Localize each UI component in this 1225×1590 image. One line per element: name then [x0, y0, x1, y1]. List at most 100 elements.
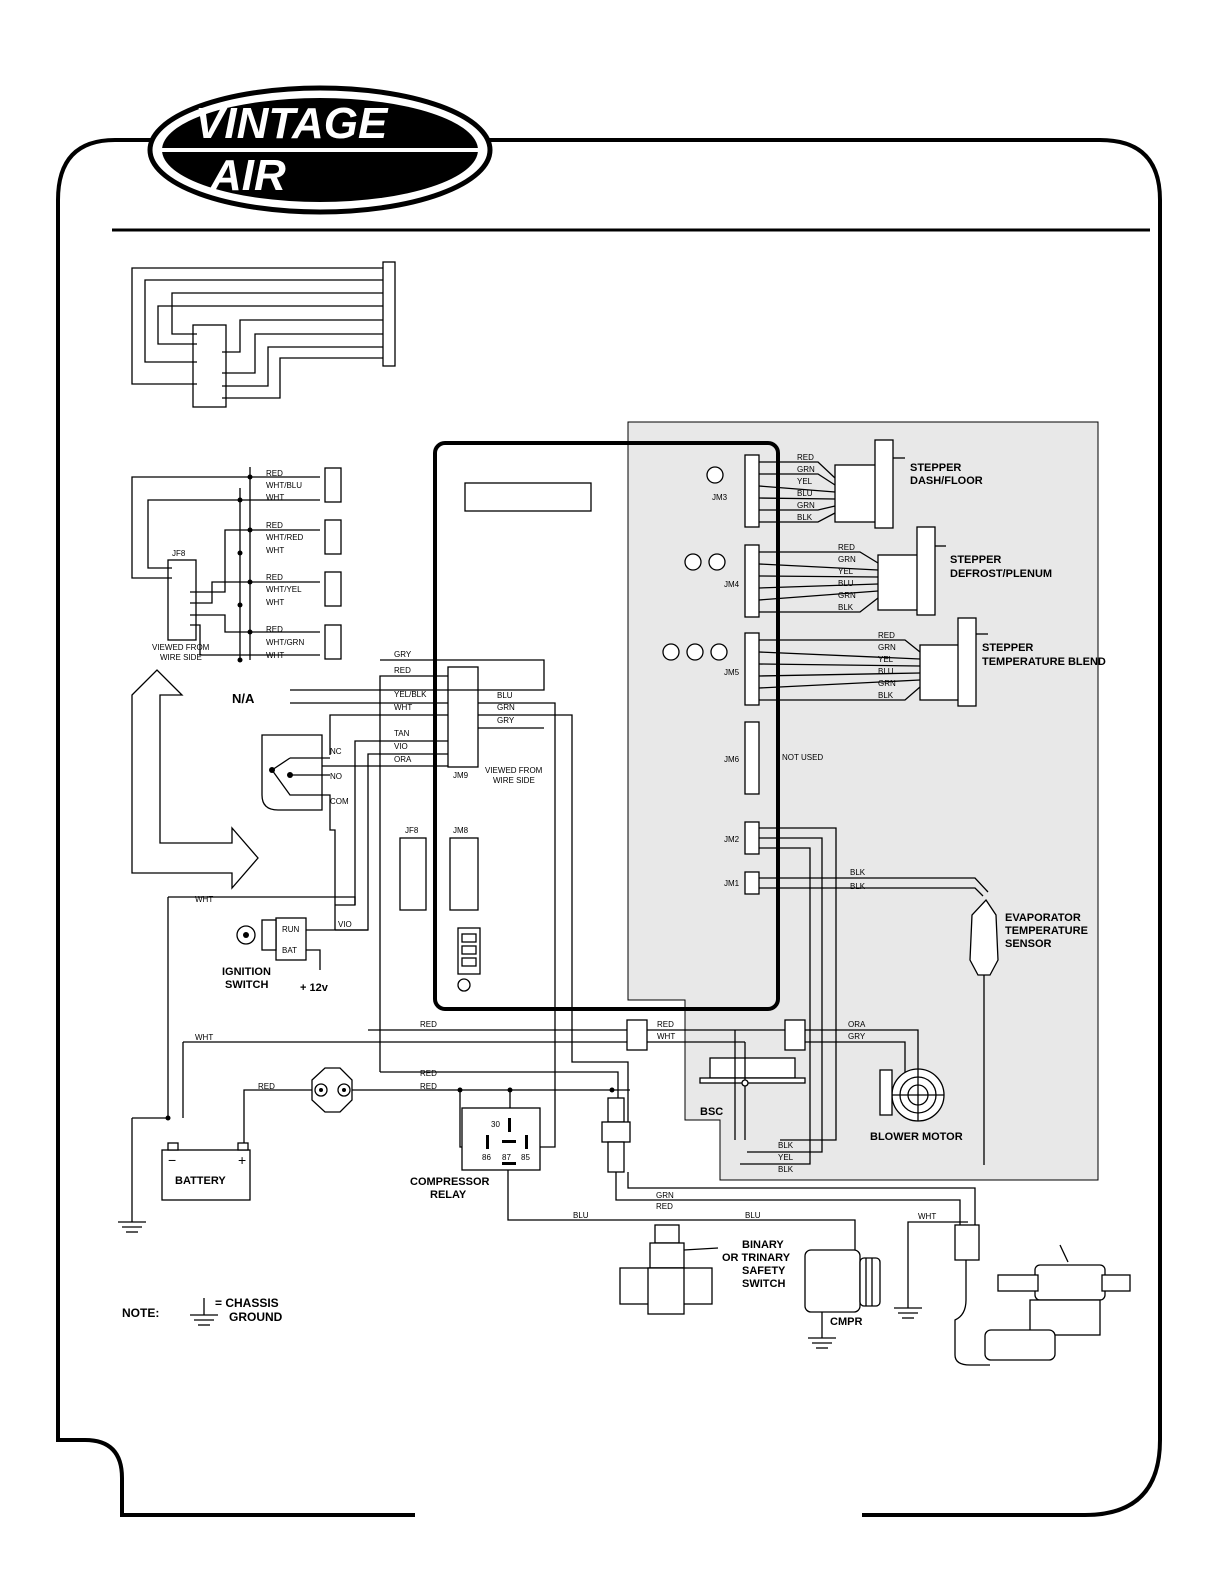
svg-text:YEL: YEL: [878, 655, 894, 664]
svg-text:BLK: BLK: [850, 868, 866, 877]
svg-text:RED: RED: [266, 469, 283, 478]
svg-text:RED: RED: [878, 631, 895, 640]
connector-group-4: RED WHT/GRN WHT: [266, 624, 342, 660]
svg-text:RED: RED: [420, 1020, 437, 1029]
jm9-label: JM9: [453, 771, 469, 780]
vintage-air-logo: VINTAGE AIR: [147, 85, 493, 215]
harness-left: JF8 VIEWED FROM WIRE SIDE RED WHT/BLU WH…: [131, 467, 342, 663]
stepper-defrost-motor: [877, 554, 924, 611]
battery-plus: +: [238, 1152, 246, 1168]
svg-text:ORA: ORA: [848, 1020, 866, 1029]
na-label: N/A: [232, 691, 255, 706]
svg-text:GRN: GRN: [878, 679, 896, 688]
svg-text:YEL: YEL: [778, 1153, 794, 1162]
svg-text:BLU: BLU: [838, 579, 854, 588]
jm3-label: JM3: [712, 493, 728, 502]
jm4-stepper: JM4 RED GRN YEL BLU GRN BLK STEPPER DEFR…: [684, 526, 1052, 618]
stepper-dash-floor-motor: [834, 464, 881, 523]
ground-note: NOTE: = CHASSIS GROUND: [122, 1296, 283, 1326]
svg-text:GRN: GRN: [656, 1191, 674, 1200]
svg-text:GRN: GRN: [878, 643, 896, 652]
jm4-label: JM4: [724, 580, 740, 589]
svg-text:BLU: BLU: [878, 667, 894, 676]
connector-group-2: RED WHT/RED WHT: [266, 519, 342, 555]
svg-text:WHT/RED: WHT/RED: [266, 533, 304, 542]
ignition-plus12: + 12v: [300, 982, 329, 994]
ignition-run: RUN: [282, 925, 300, 934]
jm2-label: JM2: [724, 835, 740, 844]
svg-text:WHT: WHT: [657, 1032, 675, 1041]
jm9-viewed-2: WIRE SIDE: [493, 776, 535, 785]
svg-text:RED: RED: [420, 1069, 437, 1078]
svg-text:VIO: VIO: [394, 742, 408, 751]
compressor-relay: 30 86 87 85 COMPRESSOR RELAY: [410, 1107, 541, 1201]
double-arrow: [131, 669, 259, 890]
jm5-label: JM5: [724, 668, 740, 677]
battery-label: BATTERY: [175, 1175, 226, 1187]
switch-no: NO: [330, 772, 342, 781]
svg-text:WHT: WHT: [266, 598, 284, 607]
pressure-switch-connector: [601, 1097, 631, 1173]
svg-text:TAN: TAN: [394, 729, 410, 738]
harness-detail-top: [131, 261, 396, 408]
lower-wiring: WHT WHT RED RED WHT ORA GRY RED RED RED …: [131, 895, 976, 1300]
nc-no-com-switch: NC NO COM: [261, 734, 349, 930]
connector-group-1: RED WHT/BLU WHT: [266, 467, 342, 503]
evap-label-1: EVAPORATOR: [1005, 912, 1081, 924]
ground-compressor: [808, 1330, 836, 1349]
svg-text:GRY: GRY: [497, 716, 515, 725]
ground-valve: [894, 1300, 922, 1319]
blower-motor: BLOWER MOTOR: [870, 1068, 963, 1143]
board-jm8-connector: [449, 837, 479, 911]
page-frame: [56, 138, 1162, 1517]
svg-text:WHT/YEL: WHT/YEL: [266, 585, 302, 594]
inline-fuse-2: [784, 1019, 806, 1051]
jm5-stepper: JM5 RED GRN YEL BLU GRN BLK STEPPER TEMP…: [662, 617, 1106, 707]
jm2-jm1-evaporator: JM2 JM1 BLK BLK EVAPORATOR TEMPERATURE S…: [724, 821, 1088, 1165]
ignition-vio: VIO: [338, 920, 352, 929]
relay-label-2: RELAY: [430, 1189, 467, 1201]
viewed-from-left-2: WIRE SIDE: [160, 653, 202, 662]
svg-text:RED: RED: [657, 1020, 674, 1029]
svg-text:RED: RED: [266, 521, 283, 530]
svg-text:WHT: WHT: [195, 895, 213, 904]
jm6-connector: JM6 NOT USED: [724, 721, 823, 795]
svg-text:BLK: BLK: [878, 691, 894, 700]
svg-text:BLU: BLU: [745, 1211, 761, 1220]
switch-nc: NC: [330, 747, 342, 756]
svg-text:BLU: BLU: [797, 489, 813, 498]
stepper3-label-2: TEMPERATURE BLEND: [982, 656, 1106, 668]
stepper2-label-1: STEPPER: [950, 554, 1001, 566]
svg-text:WHT: WHT: [195, 1033, 213, 1042]
svg-text:GRN: GRN: [797, 501, 815, 510]
note-ground: GROUND: [229, 1310, 283, 1324]
svg-text:BLK: BLK: [797, 513, 813, 522]
jm6-label: JM6: [724, 755, 740, 764]
stepper1-label-2: DASH/FLOOR: [910, 475, 983, 487]
note-chassis: = CHASSIS: [215, 1296, 279, 1310]
blower-label: BLOWER MOTOR: [870, 1131, 963, 1143]
svg-text:BLK: BLK: [778, 1165, 794, 1174]
svg-text:BLK: BLK: [850, 882, 866, 891]
svg-text:WHT: WHT: [394, 703, 412, 712]
circuit-breaker: [311, 1067, 353, 1113]
svg-text:GRY: GRY: [848, 1032, 866, 1041]
svg-text:RED: RED: [797, 453, 814, 462]
board-jf8-connector: [399, 837, 427, 911]
svg-text:YEL: YEL: [797, 477, 813, 486]
svg-text:BLK: BLK: [838, 603, 854, 612]
svg-text:RED: RED: [394, 666, 411, 675]
logo-top-text: VINTAGE: [195, 99, 389, 148]
jm9-viewed-1: VIEWED FROM: [485, 766, 543, 775]
stepper2-label-2: DEFROST/PLENUM: [950, 568, 1052, 580]
compressor: CMPR: [804, 1249, 881, 1330]
jf8-plug-label: JF8: [172, 549, 186, 558]
ignition-bat: BAT: [282, 946, 297, 955]
jf8-plug: [167, 559, 197, 641]
svg-text:GRN: GRN: [838, 591, 856, 600]
jm3-stepper: JM3 RED GRN YEL BLU GRN BLK STEPPER DASH…: [706, 439, 983, 529]
board-jm8-label: JM8: [453, 826, 469, 835]
svg-text:BLU: BLU: [497, 691, 513, 700]
